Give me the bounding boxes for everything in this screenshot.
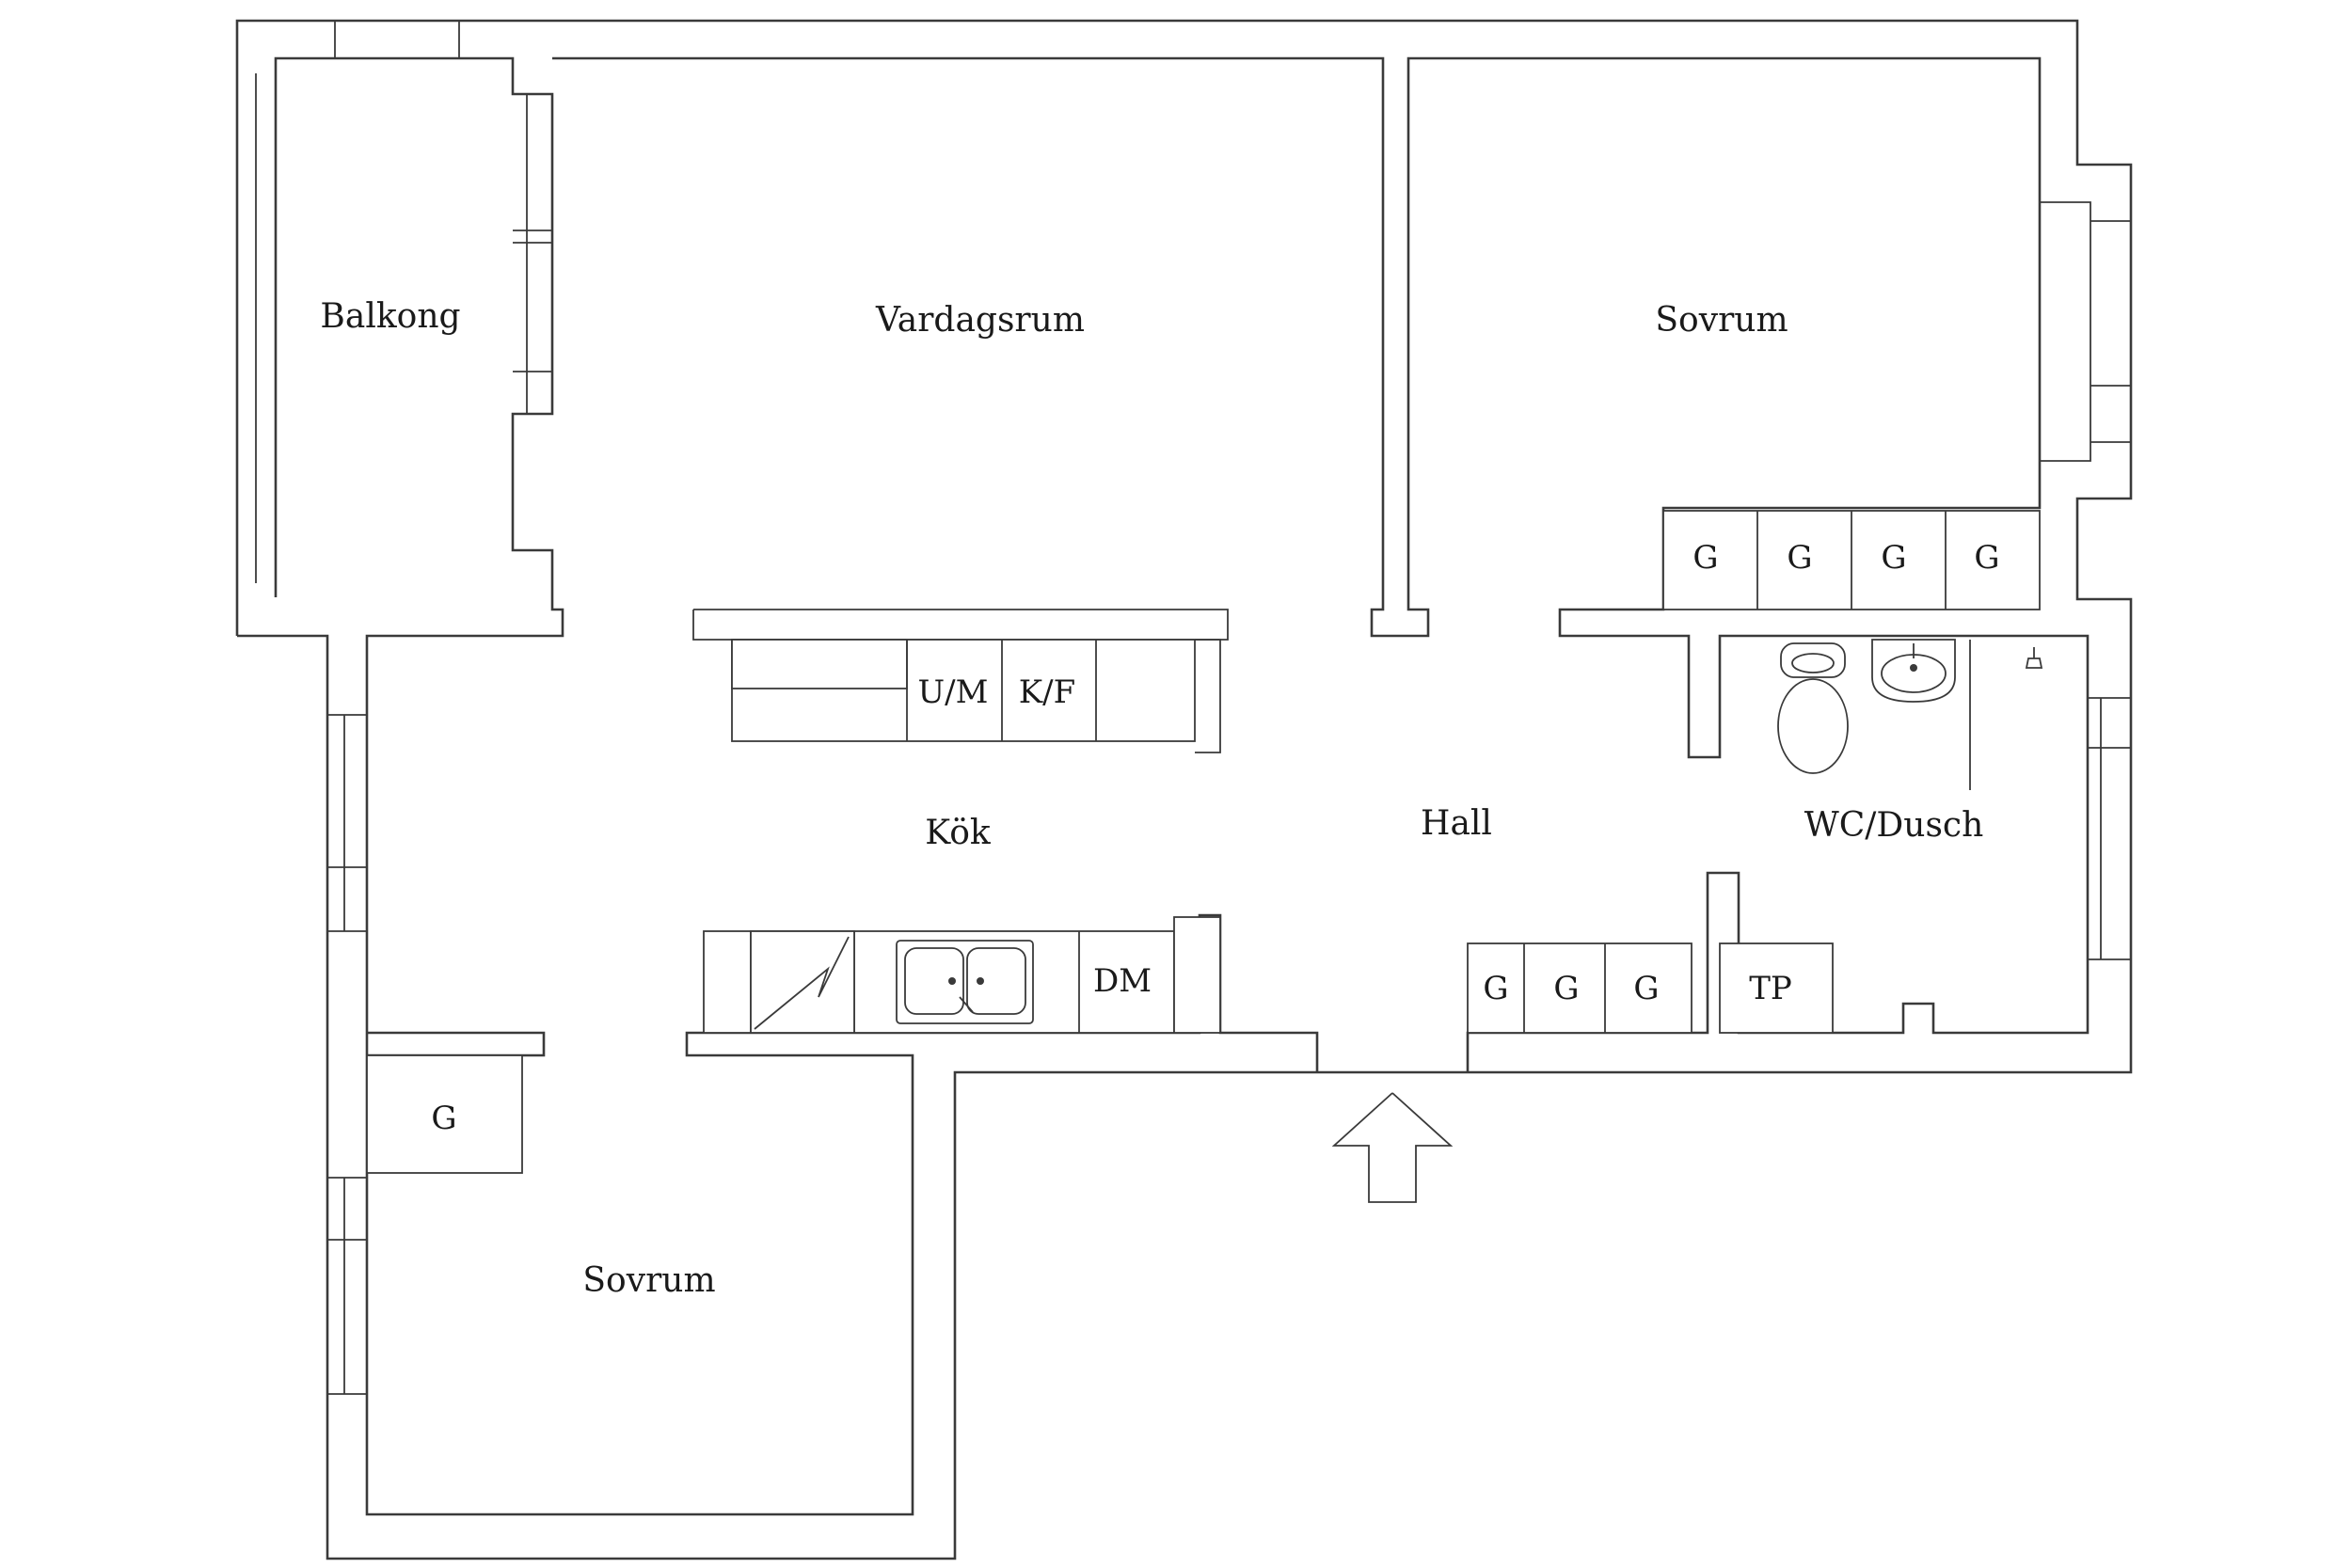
label-g: G [1974, 539, 1999, 577]
label-um: U/M [918, 673, 989, 711]
kitchen-lower-counter [703, 916, 1221, 1034]
room-label-hall: Hall [1421, 804, 1492, 843]
room-label-sovrum-upper: Sovrum [1655, 301, 1788, 340]
sink-icon [896, 940, 1034, 1024]
room-label-sovrum-lower: Sovrum [582, 1261, 715, 1300]
label-g: G [431, 1100, 456, 1137]
label-g: G [1787, 539, 1812, 577]
label-tp: TP [1749, 970, 1792, 1007]
room-labels: Balkong Vardagsrum Sovrum Kök Hall WC/Du… [320, 297, 1983, 1300]
wardrobe-bedroom [366, 1054, 523, 1174]
interior-walls [255, 56, 2131, 1516]
toilet-icon [1777, 642, 1849, 774]
wardrobes-hall [1467, 942, 1834, 1034]
label-dm: DM [1093, 962, 1152, 1000]
kitchen-upper-counter [692, 609, 1229, 742]
shower-icon [2025, 647, 2043, 669]
room-label-wc-dusch: WC/Dusch [1804, 806, 1984, 845]
label-g: G [1553, 970, 1579, 1007]
label-g: G [1483, 970, 1508, 1007]
entrance-arrow-icon [1331, 1092, 1454, 1203]
exterior-walls [235, 19, 2133, 1560]
wardrobes-upper-right [1662, 510, 2041, 610]
label-g: G [1692, 539, 1718, 577]
washbasin-icon [1871, 639, 1956, 703]
stove-icon [750, 930, 855, 1034]
room-label-vardagsrum: Vardagsrum [875, 301, 1085, 340]
room-label-kok: Kök [925, 814, 992, 852]
fixture-labels: U/M K/F DM TP G G G G G G G G [431, 539, 1999, 1137]
label-kf: K/F [1019, 673, 1075, 711]
label-g: G [1881, 539, 1906, 577]
label-g: G [1633, 970, 1659, 1007]
room-label-balkong: Balkong [320, 297, 460, 336]
